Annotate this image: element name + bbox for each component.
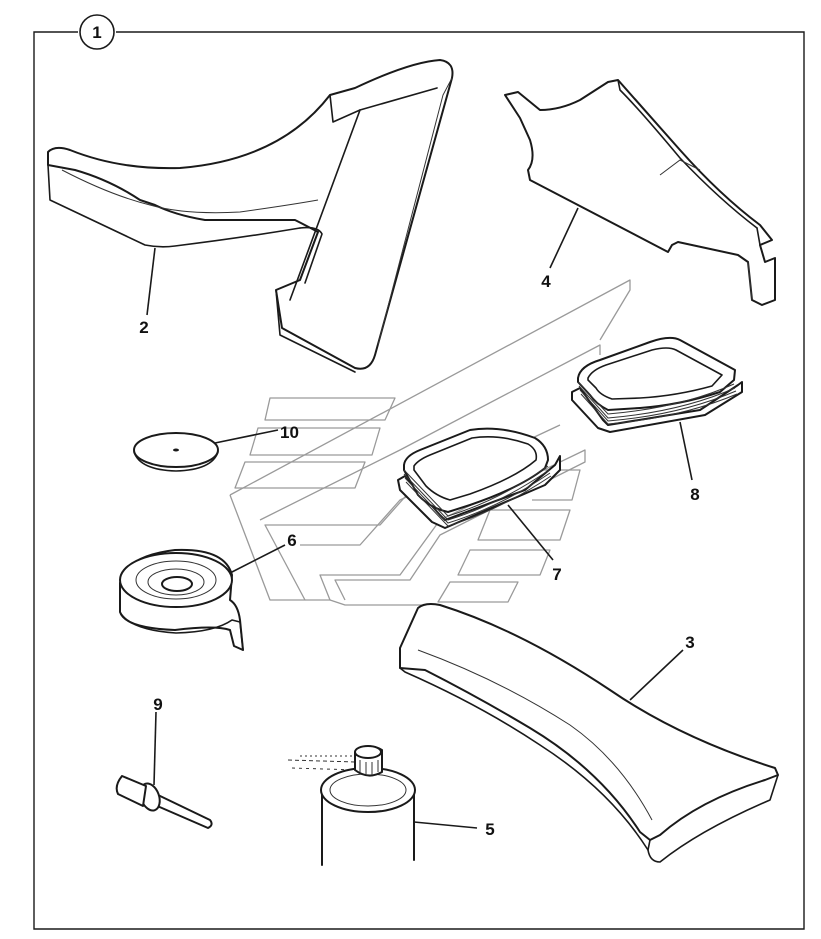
callout-2: 2: [139, 247, 156, 337]
disc-center-hole: [173, 448, 179, 452]
callout-9: 9: [153, 695, 163, 786]
part-9-rivet: [115, 775, 213, 829]
part-5-spray-can: [287, 745, 416, 866]
callout-3: 3: [629, 633, 695, 701]
callout-10-label: 10: [280, 423, 299, 442]
part-4-side-panel: [504, 79, 776, 306]
callout-4: 4: [541, 207, 579, 291]
callout-7-label: 7: [552, 565, 561, 584]
callout-4-label: 4: [541, 272, 551, 291]
kit-callout-circle: [79, 14, 115, 50]
callout-2-label: 2: [139, 318, 148, 337]
vehicle-ghost-outline: [229, 279, 631, 606]
callout-9-label: 9: [153, 695, 162, 714]
callout-8: 8: [679, 421, 700, 504]
kit-frame: 1: [33, 14, 805, 930]
callout-5-label: 5: [485, 820, 494, 839]
callout-6: 6: [229, 531, 297, 574]
part-10-disc: [133, 432, 219, 472]
part-7-pad-stack: [397, 427, 561, 529]
callout-8-label: 8: [690, 485, 699, 504]
callout-10: 10: [214, 423, 299, 444]
part-3-curved-bar: [399, 603, 779, 863]
kit-callout-label: 1: [92, 23, 101, 42]
callout-5: 5: [413, 820, 495, 839]
callout-6-label: 6: [287, 531, 296, 550]
part-8-pad-stack: [571, 336, 743, 433]
part-6-tape-roll: [119, 548, 244, 651]
part-2-foam-pad: [47, 59, 454, 373]
callout-3-label: 3: [685, 633, 694, 652]
callout-7: 7: [507, 504, 562, 584]
